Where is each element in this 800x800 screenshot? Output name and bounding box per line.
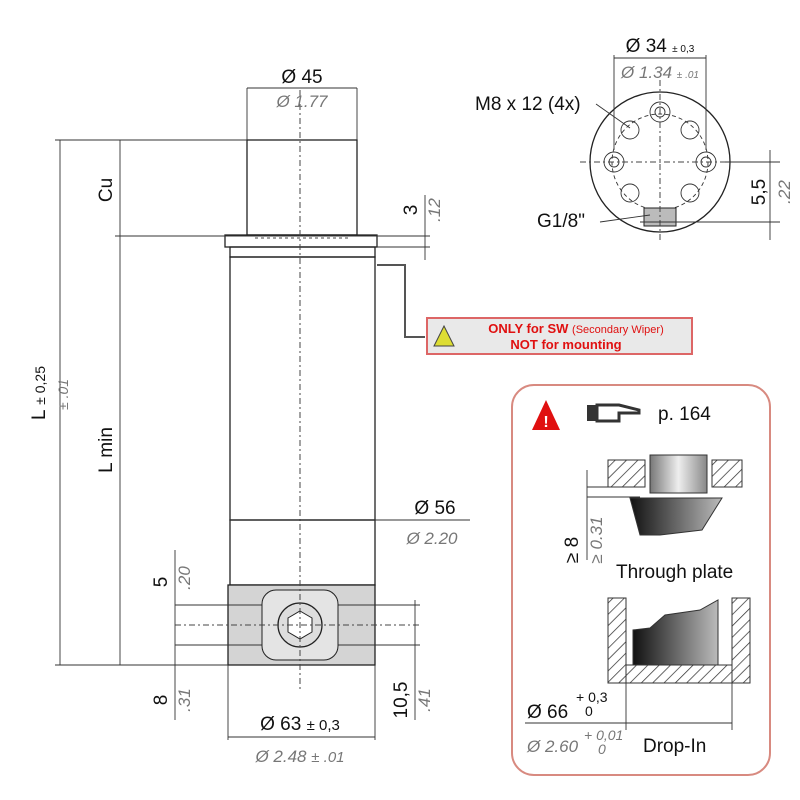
length-label: L ± 0,25	[29, 366, 50, 420]
h105-in: .41	[415, 688, 434, 712]
flange-mm: 3	[401, 205, 422, 216]
drop-tol-mm-plus: + 0,3	[576, 689, 608, 705]
svg-text:!: !	[543, 414, 548, 431]
cylinder-tube	[229, 256, 376, 521]
warning-line1: ONLY for SW (Secondary Wiper)	[488, 321, 664, 336]
h105-mm: 10,5	[391, 682, 412, 719]
offset-mm: 5,5	[749, 179, 770, 205]
warning-line2: NOT for mounting	[510, 337, 621, 352]
base-dia-mm: Ø 63 ± 0,3	[260, 714, 340, 735]
top-dia-mm: Ø 45	[281, 67, 322, 88]
screws-label: M8 x 12 (4x)	[475, 94, 581, 115]
body-dia-in: Ø 2.20	[405, 529, 458, 548]
page-ref: p. 164	[658, 404, 711, 425]
mounting-info-box: ! p. 164 ≥ 8 ≥ 0.31 Through plate Ø 66 +…	[511, 384, 771, 776]
drop-dia-mm: Ø 66	[527, 702, 568, 723]
drop-tol-mm-minus: 0	[585, 703, 593, 719]
flange	[224, 234, 378, 248]
drop-dia-in: Ø 2.60	[526, 737, 579, 756]
drop-tol-in-minus: 0	[598, 741, 606, 757]
flange-in: .12	[425, 198, 444, 222]
warning-triangle-icon	[532, 400, 560, 430]
offset-in: .22	[775, 180, 794, 204]
through-plate-label: Through plate	[616, 562, 733, 583]
cu-label: Cu	[96, 178, 117, 202]
port-label: G1/8"	[537, 211, 585, 232]
base-dia-in: Ø 2.48 ± .01	[254, 747, 344, 766]
rod-cap	[246, 139, 358, 236]
lower-body	[229, 519, 376, 586]
lmin-label: L min	[96, 427, 117, 473]
h8-mm: 8	[151, 695, 172, 706]
h5-mm: 5	[151, 577, 172, 588]
sw-warning: ONLY for SW (Secondary Wiper) NOT for mo…	[377, 264, 693, 355]
drop-tol-in-plus: + 0,01	[584, 727, 623, 743]
h5-in: .20	[175, 566, 194, 590]
pointing-hand-icon	[587, 403, 641, 423]
h8-in: .31	[175, 688, 194, 712]
bolt-circle-in: Ø 1.34 ± .01	[620, 63, 699, 82]
length-tol-in: ± .01	[55, 379, 71, 410]
drop-in-label: Drop-In	[643, 736, 706, 757]
main-dimensions: Ø 45 Ø 1.77 Cu 3 .12 L ± 0,25 ± .01 L mi…	[29, 67, 470, 766]
through-in: ≥ 0.31	[587, 516, 606, 563]
through-mm: ≥ 8	[562, 537, 583, 563]
cylinder-top-view: Ø 34 ± 0,3 Ø 1.34 ± .01 M8 x 12 (4x) G1/…	[475, 36, 794, 240]
cylinder-side-view	[175, 90, 420, 690]
bolt-circle-mm: Ø 34 ± 0,3	[626, 36, 695, 57]
warning-icon	[433, 324, 455, 347]
body-dia-mm: Ø 56	[414, 498, 455, 519]
top-dia-in: Ø 1.77	[275, 92, 328, 111]
